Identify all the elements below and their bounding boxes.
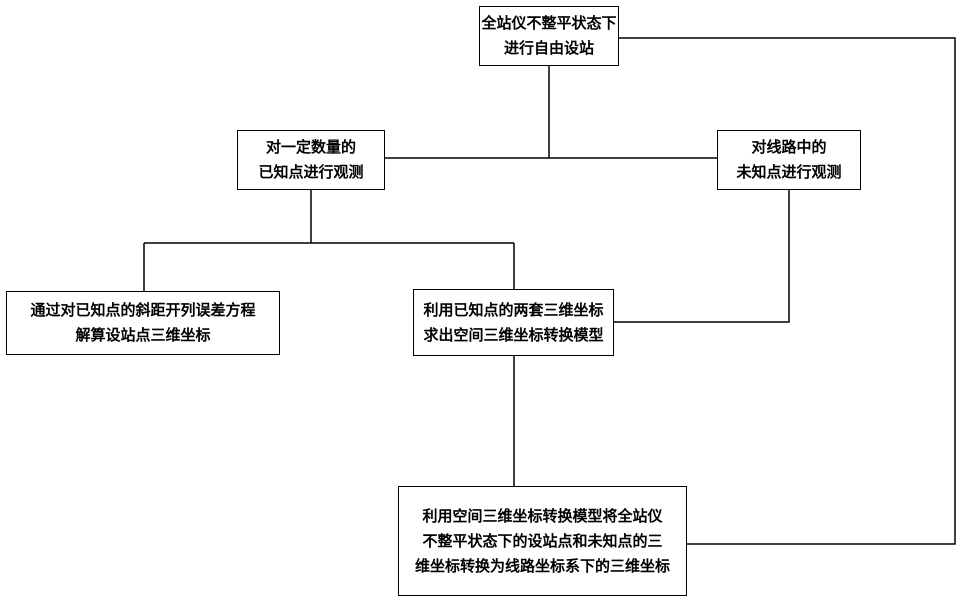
node-label-line: 已知点进行观测 (258, 160, 363, 185)
node-transform-model: 利用已知点的两套三维坐标 求出空间三维坐标转换模型 (413, 289, 614, 356)
node-label-line: 未知点进行观测 (736, 160, 841, 185)
node-observe-known-points: 对一定数量的 已知点进行观测 (237, 130, 385, 190)
node-label-line: 不整平状态下的设站点和未知点的三 (422, 529, 662, 554)
node-label-line: 利用已知点的两套三维坐标 (423, 298, 603, 323)
node-label-line: 全站仪不整平状态下 (481, 11, 616, 36)
node-solve-station-coordinates: 通过对已知点的斜距开列误差方程 解算设站点三维坐标 (6, 291, 280, 355)
node-label-line: 对线路中的 (751, 135, 826, 160)
node-label-line: 利用空间三维坐标转换模型将全站仪 (422, 504, 662, 529)
node-label-line: 对一定数量的 (266, 135, 356, 160)
connector-unknown-to-transform (614, 190, 789, 322)
node-label-line: 通过对已知点的斜距开列误差方程 (30, 298, 255, 323)
node-coordinate-conversion: 利用空间三维坐标转换模型将全站仪 不整平状态下的设站点和未知点的三 维坐标转换为… (398, 486, 687, 596)
node-observe-unknown-points: 对线路中的 未知点进行观测 (717, 130, 861, 190)
node-label-line: 解算设站点三维坐标 (75, 323, 210, 348)
node-label-line: 进行自由设站 (504, 36, 594, 61)
node-label-line: 求出空间三维坐标转换模型 (423, 323, 603, 348)
connector-setup-to-convert (619, 38, 955, 544)
node-station-setup: 全站仪不整平状态下 进行自由设站 (479, 6, 619, 66)
node-label-line: 维坐标转换为线路坐标系下的三维坐标 (415, 554, 670, 579)
